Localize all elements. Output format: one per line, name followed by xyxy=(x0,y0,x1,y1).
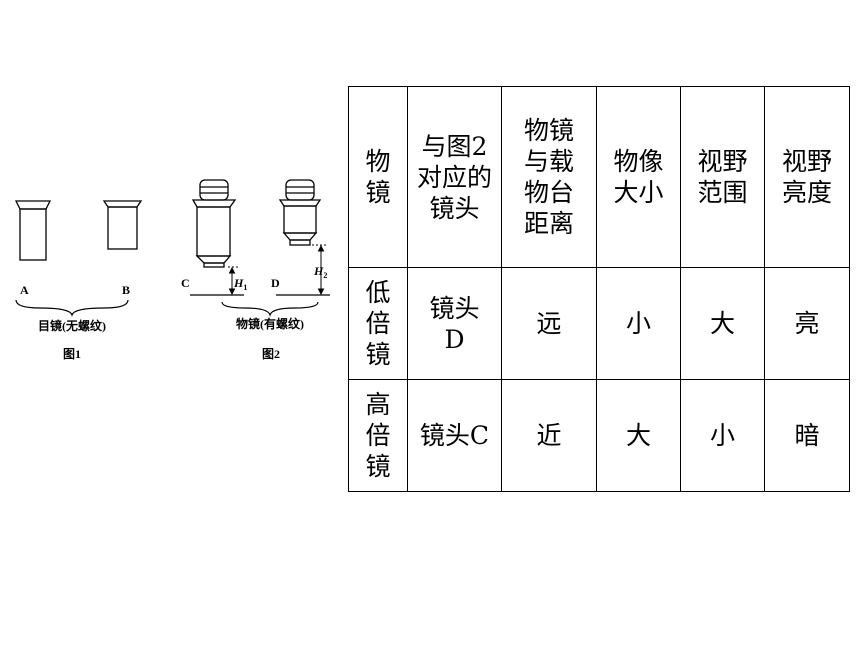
table-header-row: 物镜 与图2对应的镜头 物镜与载物台距离 物像大小 视野范围 视野亮度 xyxy=(348,86,850,268)
eyepiece-a xyxy=(14,200,52,261)
label-a: A xyxy=(20,283,29,297)
table-cell: 大 xyxy=(680,267,765,380)
eyepiece-brace xyxy=(15,299,129,318)
fig1-caption: 图1 xyxy=(63,347,81,361)
label-h2: H2 xyxy=(313,264,327,280)
objective-c xyxy=(191,179,237,268)
fig2-caption: 图2 xyxy=(262,347,280,361)
h2-distance-marker xyxy=(312,244,328,296)
table-cell: 小 xyxy=(680,379,765,492)
microscope-lens-figure: A B C D H1 H2 目镜(无螺纹) 物镜(有螺纹) 图1 图2 xyxy=(14,179,330,361)
table-cell: 镜头C xyxy=(407,379,502,492)
header-stage-distance: 物镜与载物台距离 xyxy=(523,116,574,238)
table-cell: 小 xyxy=(596,267,681,380)
header-objective: 物镜 xyxy=(365,147,391,207)
label-d: D xyxy=(271,276,280,290)
header-field-range: 视野范围 xyxy=(697,147,748,207)
table-row: 高倍镜 镜头C 近 大 小 暗 xyxy=(348,379,850,492)
label-h2-sub: 2 xyxy=(323,271,327,280)
header-field-brightness: 视野亮度 xyxy=(781,147,832,207)
table-row: 低倍镜 镜头D 远 小 大 亮 xyxy=(348,267,850,380)
table-cell: 暗 xyxy=(764,379,850,492)
table-cell: 远 xyxy=(501,267,597,380)
header-cell: 物像大小 xyxy=(596,86,681,268)
eyepiece-caption: 目镜(无螺纹) xyxy=(38,318,106,333)
table-cell: 大 xyxy=(596,379,681,492)
header-cell: 与图2对应的镜头 xyxy=(407,86,502,268)
label-c: C xyxy=(181,276,190,290)
label-h1-sub: 1 xyxy=(243,283,247,292)
header-matching-lens: 与图2对应的镜头 xyxy=(416,131,492,223)
table-cell: 近 xyxy=(501,379,597,492)
header-cell: 视野范围 xyxy=(680,86,765,268)
table-cell: 镜头D xyxy=(407,267,502,380)
header-image-size: 物像大小 xyxy=(613,147,664,207)
objective-brace xyxy=(221,301,319,318)
eyepiece-b xyxy=(102,200,143,250)
cell-lens-d: 镜头D xyxy=(429,293,480,354)
header-cell: 视野亮度 xyxy=(764,86,850,268)
header-cell: 物镜与载物台距离 xyxy=(501,86,597,268)
lens-comparison-table: 物镜 与图2对应的镜头 物镜与载物台距离 物像大小 视野范围 视野亮度 低倍镜 … xyxy=(348,86,850,492)
objective-caption: 物镜(有螺纹) xyxy=(236,316,304,331)
cell-low-power: 低倍镜 xyxy=(365,278,391,369)
label-b: B xyxy=(122,283,130,297)
table-cell: 高倍镜 xyxy=(348,379,408,492)
header-cell: 物镜 xyxy=(348,86,408,268)
label-h1: H1 xyxy=(233,276,247,292)
objective-d xyxy=(278,179,322,246)
table-cell: 低倍镜 xyxy=(348,267,408,380)
table-cell: 亮 xyxy=(764,267,850,380)
cell-high-power: 高倍镜 xyxy=(365,390,391,481)
h1-distance-marker xyxy=(228,266,240,296)
cell-lens-c: 镜头C xyxy=(419,421,490,450)
